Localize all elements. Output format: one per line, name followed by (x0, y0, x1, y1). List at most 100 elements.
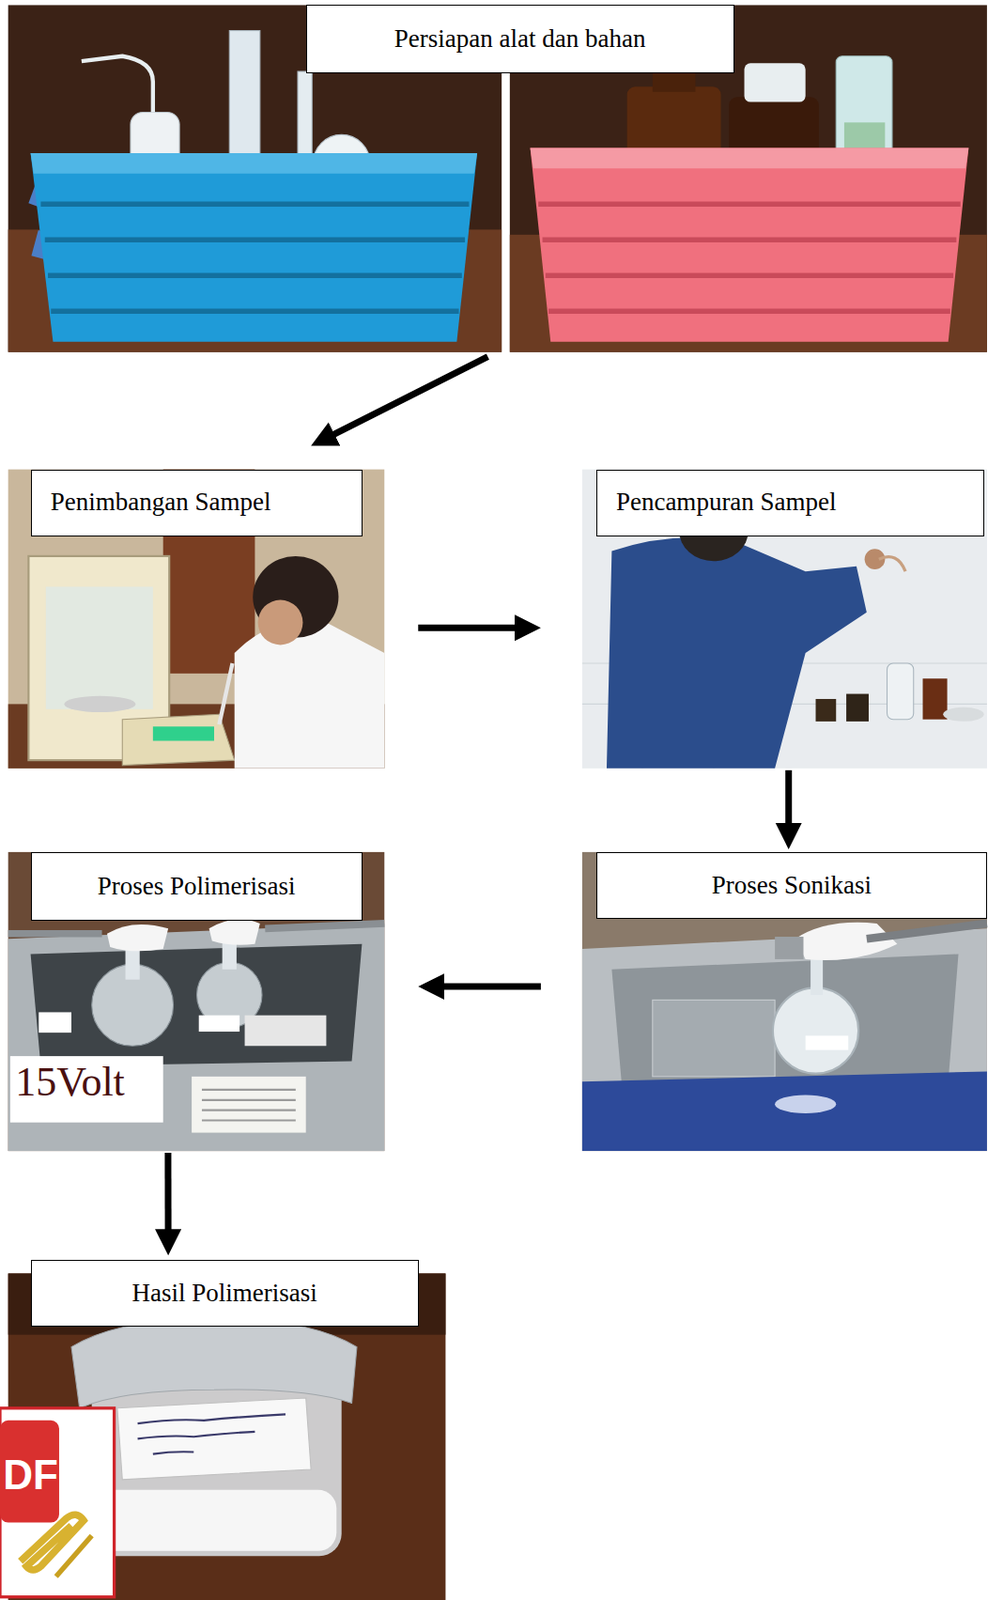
equipment-photo-part-part (47, 273, 463, 278)
mixing-photo (582, 469, 988, 769)
sonication-photo-part (772, 987, 859, 1073)
polymerisation-photo-part (191, 1076, 307, 1133)
flow-arrow (417, 624, 523, 632)
mixing-photo-part (816, 698, 837, 722)
polymerisation-photo-part (245, 1015, 327, 1047)
step-label: Pencampuran Sampel (616, 488, 837, 517)
step-label-box: Persiapan alat dan bahan (306, 4, 735, 74)
polymerisation-photo-part-part (201, 1098, 296, 1101)
polymerisation-photo-part (38, 1011, 72, 1033)
voltage-sign-text: 15Volt (15, 1061, 125, 1103)
equipment-photo-part-part (45, 237, 465, 243)
step-label: Persiapan alat dan bahan (394, 25, 647, 54)
process-step-panel: Pencampuran Sampel (582, 469, 988, 769)
equipment-photo-part (40, 203, 469, 311)
polymerisation-photo-part-part (201, 1109, 296, 1112)
chemicals-photo-part-part (545, 273, 954, 278)
weighing-photo-part (63, 695, 136, 712)
polymerisation-photo-part (209, 919, 261, 945)
mixing-photo-part (942, 707, 984, 722)
weighing-photo-part (258, 600, 304, 646)
result-photo-part (71, 1320, 357, 1408)
mixing-photo-part (582, 469, 988, 769)
result-photo-part (117, 1397, 311, 1480)
flow-arrow (785, 770, 792, 831)
polymerisation-photo-part (30, 943, 363, 1066)
weighing-photo-part (8, 469, 386, 769)
polymerisation-photo-part (264, 923, 385, 928)
process-step-panel: Proses Polimerisasi (8, 851, 386, 1151)
step-label-box: Hasil Polimerisasi (30, 1259, 419, 1327)
polymerisation-photo-part (107, 924, 169, 951)
sonication-photo-part (582, 851, 988, 1151)
pdf-icon-part (0, 1420, 60, 1523)
chemicals-photo-part-part (538, 201, 960, 207)
polymerisation-photo-part (10, 1055, 164, 1123)
step-label: Hasil Polimerisasi (132, 1279, 318, 1308)
mixing-photo-part (846, 694, 869, 722)
chemicals-photo-part (530, 147, 970, 169)
chemicals-photo-part (538, 203, 960, 311)
mixing-photo-part (887, 663, 914, 720)
sonication-photo-part (805, 1034, 850, 1050)
chemicals-photo-part-part (542, 237, 958, 243)
step-label: Proses Sonikasi (711, 871, 872, 900)
weighing-photo (8, 469, 386, 769)
step-label-box: Proses Polimerisasi (30, 851, 363, 921)
sonication-photo-part (795, 922, 898, 960)
chemicals-photo-part (744, 62, 806, 102)
flow-arrow (436, 983, 541, 990)
step-label: Penimbangan Sampel (50, 488, 272, 517)
weighing-photo-part (234, 619, 386, 768)
polymerisation-photo-part (201, 1089, 296, 1121)
polymerisation-photo-part (8, 929, 103, 938)
equipment-photo-part (30, 153, 479, 342)
sonication-photo-part (582, 1070, 988, 1151)
result-photo-part-part (138, 1431, 256, 1439)
equipment-photo-part-part (50, 308, 459, 314)
flow-arrow (327, 356, 488, 438)
process-step-panel: Penimbangan Sampel (8, 469, 386, 769)
step-label-box: Proses Sonikasi (596, 851, 988, 919)
pdf-icon-part (56, 1535, 93, 1576)
sonication-photo-part (774, 1094, 836, 1113)
polymerisation-photo-part (8, 851, 386, 1151)
pdf-icon-text: DF (2, 1453, 59, 1496)
sonication-photo-part (652, 999, 775, 1076)
equipment-photo-part (81, 56, 154, 113)
polymerisation-photo-part-part (201, 1118, 296, 1121)
result-photo-part (138, 1413, 286, 1453)
mixing-photo-part (606, 537, 867, 769)
polymerisation-photo-part-part (201, 1088, 296, 1091)
pdf-icon-part (0, 1407, 115, 1597)
pdf-icon (0, 1407, 115, 1597)
result-photo-part-part (153, 1451, 194, 1453)
sonication-photo-part (774, 936, 803, 959)
result-photo-part-part (138, 1413, 286, 1423)
result-photo-part (96, 1489, 337, 1551)
polymerisation-photo-part (199, 1015, 240, 1032)
sonication-photo-part (582, 927, 988, 1151)
sonication-photo-part (866, 923, 988, 939)
step-label: Proses Polimerisasi (97, 872, 296, 901)
chemicals-photo-part (530, 147, 970, 341)
sonication-photo (582, 851, 988, 1151)
step-label-box: Pencampuran Sampel (596, 469, 985, 537)
weighing-photo-part (153, 725, 215, 741)
process-step-panel: Proses Sonikasi (582, 851, 988, 1151)
polymerisation-photo-part (8, 923, 386, 1151)
weighing-photo-part (46, 586, 154, 710)
chemicals-photo-part-part (548, 308, 951, 314)
polymerisation-photo (8, 851, 386, 1151)
pdf-icon-part (20, 1513, 84, 1570)
equipment-photo-part-part (40, 201, 469, 207)
weighing-photo-part (218, 663, 232, 725)
equipment-photo-part (30, 153, 479, 174)
flow-arrow (164, 1152, 171, 1236)
step-label-box: Penimbangan Sampel (30, 469, 363, 537)
mixing-photo-part (879, 556, 906, 572)
process-step-panel: Persiapan alat dan bahan (8, 4, 988, 352)
